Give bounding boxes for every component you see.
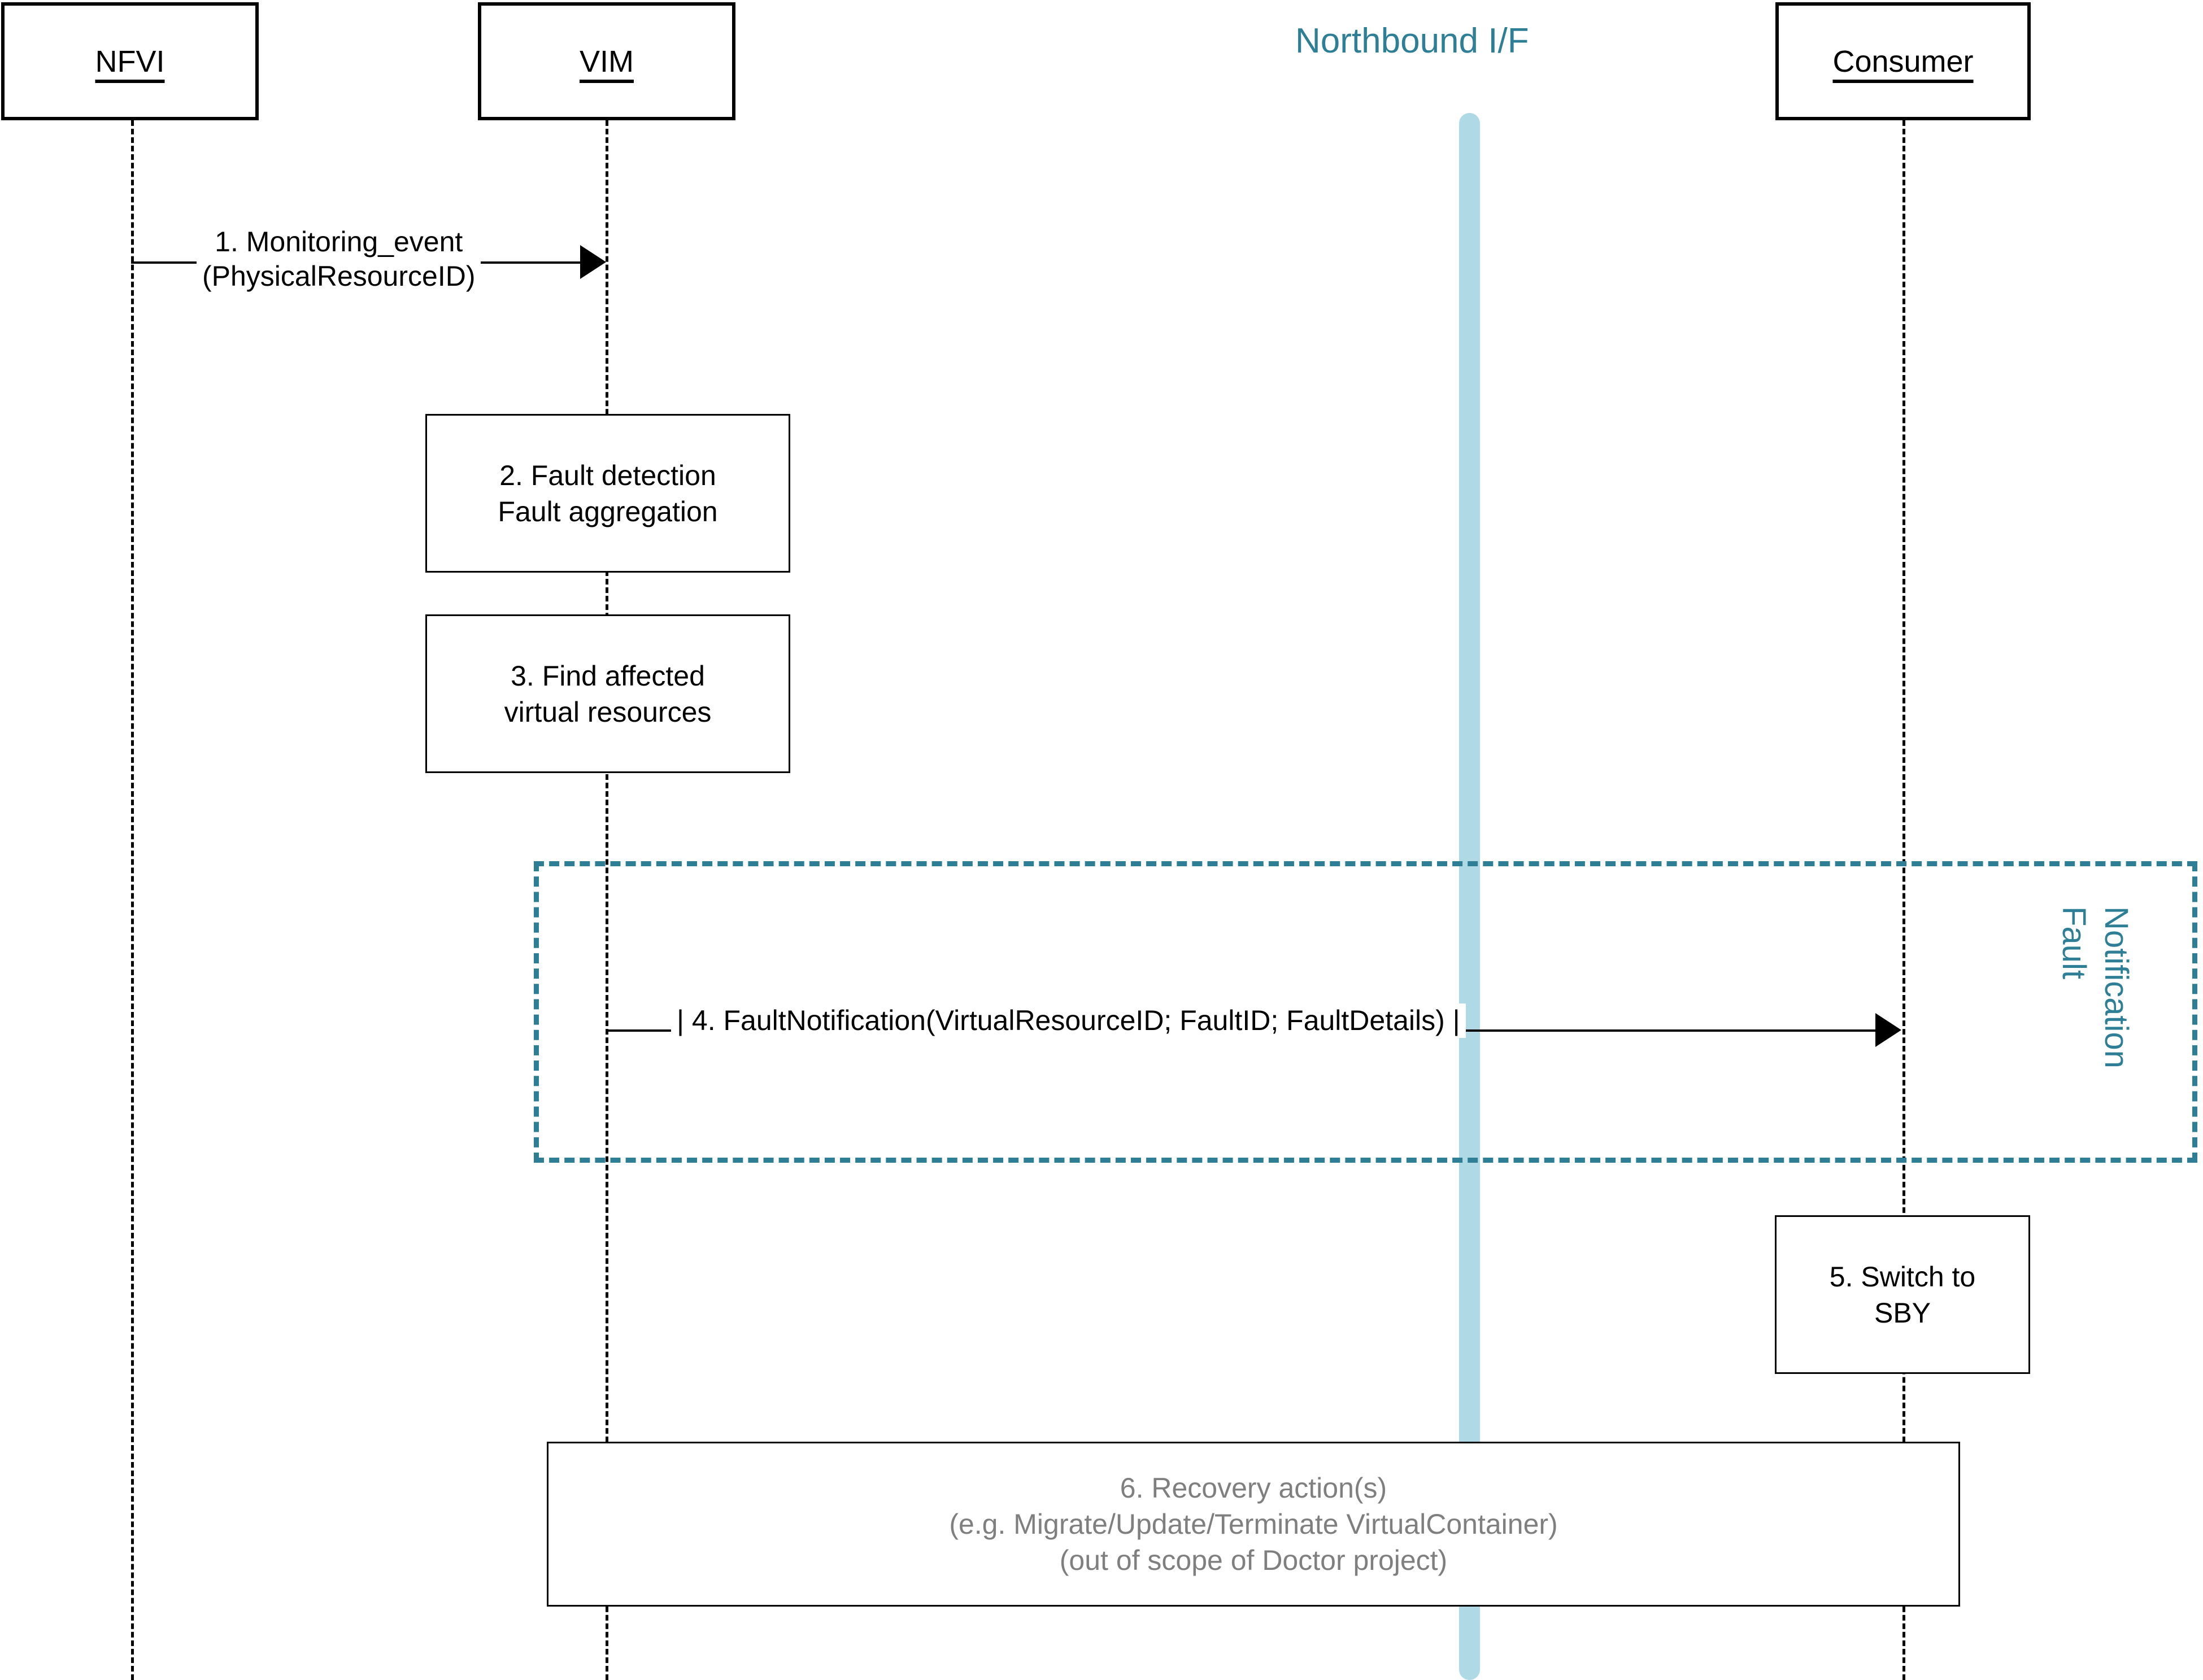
participant-label-consumer: Consumer <box>1832 44 1974 78</box>
participant-label-nfvi: NFVI <box>95 44 165 78</box>
fault-notification-frame <box>534 861 2197 1163</box>
participant-box-consumer[interactable]: Consumer <box>1775 2 2031 120</box>
action-box-5-switch-to-sby[interactable]: 5. Switch to SBY <box>1775 1215 2030 1374</box>
participant-box-vim[interactable]: VIM <box>478 2 735 120</box>
action-box-2-fault-detection[interactable]: 2. Fault detection Fault aggregation <box>425 414 790 573</box>
participant-label-vim: VIM <box>579 44 634 78</box>
fault-notification-frame-label: Fault <box>2055 906 2092 979</box>
action-box-6-line3: (out of scope of Doctor project) <box>1059 1544 1448 1576</box>
message-1-label-line1: 1. Monitoring_event <box>215 226 463 258</box>
lifeline-nfvi <box>131 120 134 1680</box>
lifeline-vim <box>606 120 608 1680</box>
action-box-6-line2: (e.g. Migrate/Update/Terminate VirtualCo… <box>949 1508 1558 1540</box>
message-4-label-line1: | 4. FaultNotification(VirtualResourceID… <box>677 1005 1460 1036</box>
action-box-6-recovery-actions[interactable]: 6. Recovery action(s) (e.g. Migrate/Upda… <box>547 1442 1960 1607</box>
message-1-label-line2: (PhysicalResourceID) <box>202 260 476 292</box>
action-box-3-line1: 3. Find affected <box>511 660 705 692</box>
fault-notification-frame-label-secondary: Notification <box>2097 906 2135 1068</box>
action-box-3-find-affected-resources[interactable]: 3. Find affected virtual resources <box>425 614 790 773</box>
fault-notification-frame-label-line1: Fault <box>2055 906 2092 979</box>
participant-box-nfvi[interactable]: NFVI <box>1 2 259 120</box>
northbound-interface-band <box>1459 113 1480 1680</box>
action-box-5-line1: 5. Switch to <box>1829 1260 1976 1293</box>
action-box-6-line1: 6. Recovery action(s) <box>1120 1472 1387 1504</box>
lifeline-consumer <box>1902 120 1905 1680</box>
action-box-2-line2: Fault aggregation <box>498 495 718 527</box>
fault-notification-frame-label-line2: Notification <box>2097 906 2135 1068</box>
action-box-3-line2: virtual resources <box>504 696 712 728</box>
action-box-2-line1: 2. Fault detection <box>499 459 716 491</box>
message-1-label: 1. Monitoring_event (PhysicalResourceID) <box>197 225 481 294</box>
northbound-interface-title: Northbound I/F <box>1295 21 1529 60</box>
message-4-label: | 4. FaultNotification(VirtualResourceID… <box>671 1003 1466 1038</box>
action-box-5-line2: SBY <box>1874 1297 1931 1329</box>
message-1-arrowhead <box>580 245 606 279</box>
message-4-arrowhead <box>1875 1013 1901 1047</box>
